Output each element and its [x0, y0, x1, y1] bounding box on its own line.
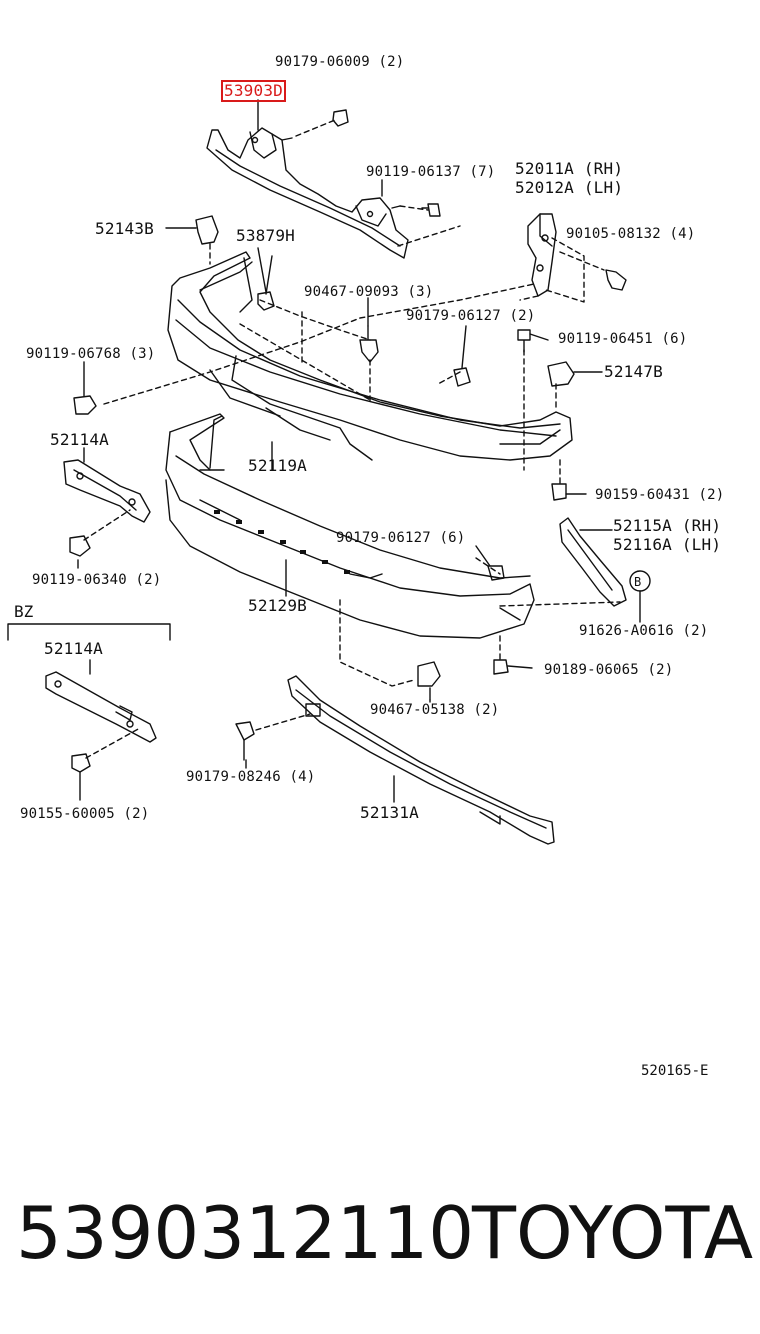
label-90159-60431: 90159-60431 (2) — [595, 487, 725, 503]
screw-90159-60431 — [551, 483, 567, 501]
label-90179-06127-b: 90179-06127 (6) — [336, 530, 466, 546]
clip-90467-09093 — [359, 325, 379, 363]
label-52116a: 52116A (LH) — [613, 535, 722, 554]
upper-retainer-53903d — [206, 127, 409, 259]
bolt-90119-06137 — [421, 203, 441, 217]
label-53879h: 53879H — [236, 226, 295, 245]
bolt-90189-06065 — [493, 659, 509, 675]
label-90189-06065: 90189-06065 (2) — [544, 662, 674, 678]
bracket-52114a — [63, 459, 151, 523]
label-90179-08246: 90179-08246 (4) — [186, 769, 316, 785]
label-52114a-bz: 52114A — [44, 639, 103, 658]
label-90119-06137: 90119-06137 (7) — [366, 164, 496, 180]
label-52119a: 52119A — [248, 456, 307, 475]
label-bz: BZ — [14, 602, 34, 621]
label-90467-09093: 90467-09093 (3) — [304, 284, 434, 300]
bumper-cover-52119a — [167, 251, 573, 461]
label-90179-06127-a: 90179-06127 (2) — [406, 308, 536, 324]
reinforcement-52131a — [287, 675, 555, 845]
label-90155-60005: 90155-60005 (2) — [20, 806, 150, 822]
clip-52147b — [547, 361, 575, 387]
label-90119-06451: 90119-06451 (6) — [558, 331, 688, 347]
bolt-90155-60005 — [71, 753, 91, 773]
nut-90179-06009 — [332, 109, 349, 127]
clip-53879h — [257, 291, 275, 311]
label-90119-06340: 90119-06340 (2) — [32, 572, 162, 588]
label-52129b: 52129B — [248, 596, 307, 615]
label-52147b: 52147B — [604, 362, 663, 381]
brand-name: TOYOTA — [472, 1191, 754, 1275]
clip-90179-06127b — [487, 565, 505, 581]
bolt-90105-08132 — [605, 269, 627, 291]
lower-spoiler-52129b — [165, 413, 535, 639]
label-53903d-highlighted[interactable]: 53903D — [221, 80, 286, 102]
label-52143b: 52143B — [95, 219, 154, 238]
label-90105-08132: 90105-08132 (4) — [566, 226, 696, 242]
screw-90119-06451 — [517, 329, 531, 353]
clip-52143b — [165, 215, 219, 245]
diagram-code: 520165-E — [641, 1063, 709, 1079]
label-52011a: 52011A (RH) — [515, 159, 624, 178]
label-91626-a0616: 91626-A0616 (2) — [579, 623, 709, 639]
part-number: 5390312110 — [16, 1191, 475, 1275]
label-90119-06768: 90119-06768 (3) — [26, 346, 156, 362]
label-90179-06009: 90179-06009 (2) — [275, 54, 405, 70]
nut-90179-06127 — [453, 367, 471, 387]
label-52131a: 52131A — [360, 803, 419, 822]
bolt-90119-06768 — [73, 395, 97, 415]
label-90467-05138: 90467-05138 (2) — [370, 702, 500, 718]
clip-90467-05138 — [417, 661, 441, 687]
nut-90179-08246 — [235, 721, 255, 741]
bracket-52114a-bz — [45, 671, 157, 743]
bolt-90119-06340 — [69, 535, 91, 557]
label-circle-b: B — [634, 575, 642, 589]
label-52114a: 52114A — [50, 430, 109, 449]
bracket-52115a — [559, 517, 627, 607]
label-52012a: 52012A (LH) — [515, 178, 624, 197]
label-52115a: 52115A (RH) — [613, 516, 722, 535]
